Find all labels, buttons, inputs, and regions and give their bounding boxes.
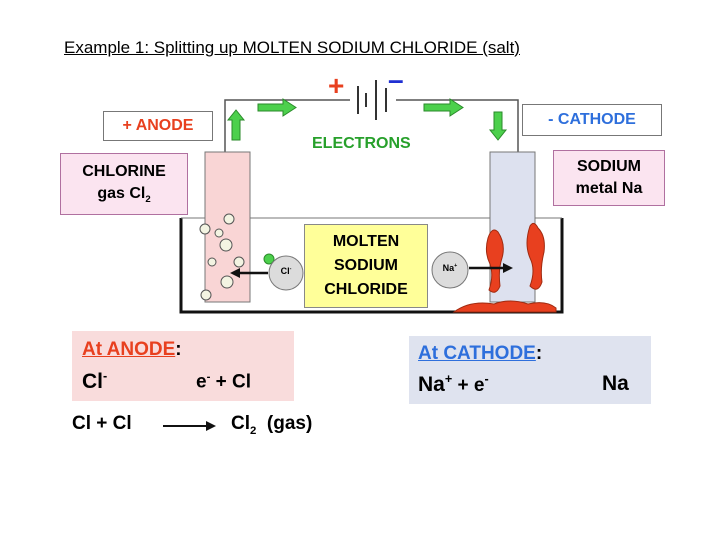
- battery-plus-sign: +: [328, 70, 345, 101]
- anode-eq-products: e- + Cl: [196, 371, 252, 393]
- electron-arrow-down: [488, 111, 508, 141]
- chlorine-label-line1: CHLORINE: [82, 163, 166, 180]
- sodium-metal-label: SODIUM metal Na: [553, 150, 665, 206]
- cathode-equation-heading: At CATHODE:: [418, 343, 543, 364]
- anode-equation-box: [72, 331, 294, 401]
- cathode-eq-product: Na: [602, 372, 629, 395]
- anode-equation-heading: At ANODE:: [82, 339, 182, 360]
- chlorine-label-line2: gas Cl2: [97, 185, 151, 206]
- chlorine-gas-label: CHLORINE gas Cl2: [60, 153, 188, 215]
- electrolyte-label: MOLTEN SODIUM CHLORIDE: [304, 224, 428, 308]
- sodium-label-line1: SODIUM: [577, 158, 641, 175]
- anode-label: + ANODE: [103, 111, 213, 141]
- chloride-ion-label: Cl-: [280, 266, 292, 276]
- cathode-label: - CATHODE: [522, 104, 662, 136]
- sodium-ion: [431, 251, 513, 289]
- anode-eq-reactant: Cl-: [82, 369, 108, 393]
- combine-eq-reactants: Cl + Cl: [72, 413, 132, 434]
- electron-arrow-right-1: [257, 98, 297, 117]
- combine-eq-product: Cl2 (gas): [231, 413, 313, 437]
- cathode-equation-box: [409, 336, 651, 404]
- battery-icon: [357, 80, 387, 120]
- container: [179, 218, 564, 314]
- electrolyte-line1: MOLTEN: [332, 233, 400, 250]
- sodium-label-line2: metal Na: [575, 180, 643, 197]
- electrolyte-line2: SODIUM: [334, 257, 398, 274]
- electron-arrow-up: [226, 109, 246, 141]
- cathode-eq-reactants: Na+ + e-: [418, 372, 489, 396]
- circuit-wire: [224, 99, 519, 152]
- battery-minus-sign: –: [388, 64, 404, 95]
- page-title: Example 1: Splitting up MOLTEN SODIUM CH…: [64, 38, 520, 57]
- electron-arrows: [226, 98, 508, 141]
- sodium-deposits: [452, 222, 557, 313]
- sodium-ion-label: Na+: [442, 263, 458, 273]
- chlorine-bubbles: [199, 213, 245, 301]
- chloride-ion: [230, 253, 304, 291]
- electron-arrow-right-2: [423, 98, 464, 117]
- electrolyte-line3: CHLORIDE: [324, 281, 408, 298]
- electrons-label: ELECTRONS: [312, 135, 411, 152]
